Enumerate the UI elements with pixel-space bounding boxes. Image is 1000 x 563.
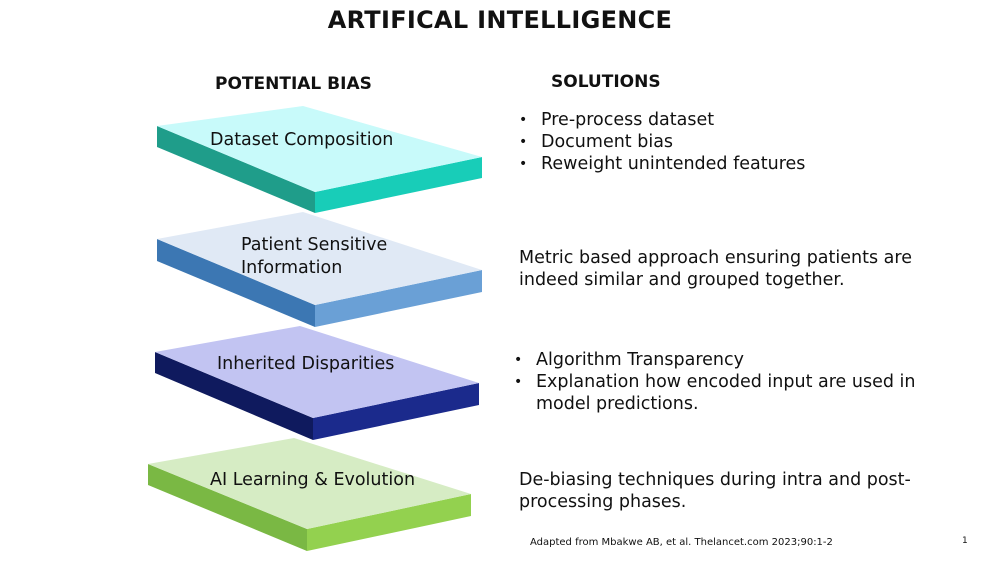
slide-title: ARTIFICAL INTELLIGENCE [327,6,673,34]
solution-3-bullet-1: Algorithm Transparency [512,349,957,371]
layer-3-label: Inherited Disparities [217,354,395,374]
solution-2-line-2: indeed similar and grouped together. [519,270,845,290]
page-number: 1 [962,536,968,546]
solution-3-bullet-2: Explanation how encoded input are used i… [512,371,957,415]
layer-dataset-composition [157,106,482,213]
layer-3-right-side [313,383,479,440]
layer-4-left-side [148,464,307,551]
potential-bias-heading: POTENTIAL BIAS [215,74,372,94]
solution-1-bullet-1: Pre-process dataset [517,109,957,131]
layer-2-top-face [157,212,482,305]
solution-2: Metric based approach ensuring patients … [519,247,979,291]
solution-3: Algorithm Transparency Explanation how e… [512,349,957,415]
solution-4-line-2: processing phases. [519,492,687,512]
layer-patient-sensitive-information [157,212,482,327]
layer-2-right-side [315,270,482,327]
layer-2-left-side [157,239,315,327]
layer-4-right-side [307,494,471,551]
citation-footer: Adapted from Mbakwe AB, et al. Thelancet… [530,537,833,548]
layer-2-label-line-2: Information [241,258,343,278]
solution-4-line-1: De-biasing techniques during intra and p… [519,470,911,490]
solutions-heading: SOLUTIONS [551,72,661,92]
solution-2-line-1: Metric based approach ensuring patients … [519,248,912,268]
layer-1-top-face [157,106,482,192]
solution-4: De-biasing techniques during intra and p… [519,469,979,513]
layer-4-top-face [148,438,471,529]
layer-1-right-side [315,157,482,213]
solution-1: Pre-process dataset Document bias Reweig… [517,109,957,175]
layer-inherited-disparities [155,326,479,440]
layer-4-label: AI Learning & Evolution [210,470,416,490]
layer-2-label-line-1: Patient Sensitive [241,235,388,255]
solution-1-bullet-2: Document bias [517,131,957,153]
layer-ai-learning-evolution [148,438,471,551]
layer-3-left-side [155,352,313,440]
layer-1-left-side [157,126,315,213]
layer-3-top-face [155,326,479,418]
layer-1-label: Dataset Composition [210,130,394,150]
solution-1-bullet-3: Reweight unintended features [517,153,957,175]
